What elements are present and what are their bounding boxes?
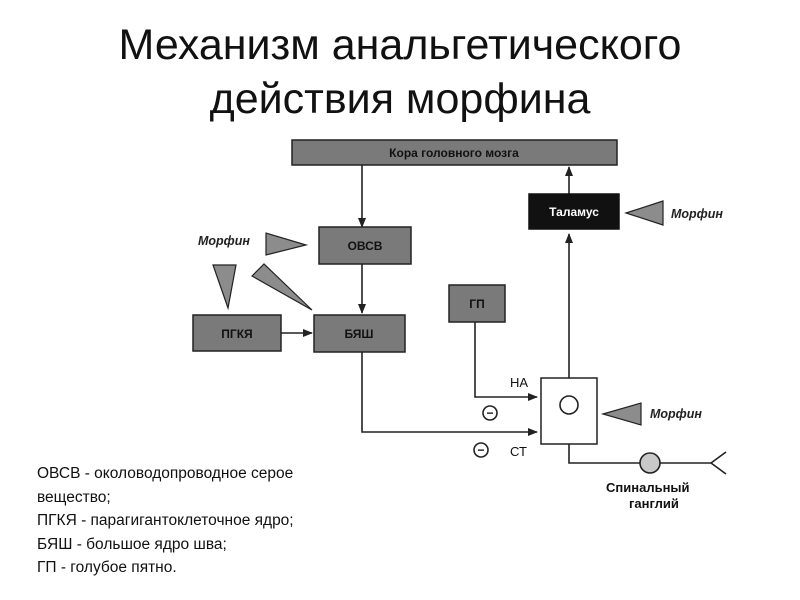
morphine-label-thalamus: Морфин: [671, 207, 723, 221]
spinal-ganglion-label-line-2: ганглий: [629, 496, 679, 511]
legend-line-3: ПГКЯ - парагигантоклеточное ядро;: [37, 512, 294, 529]
morphine-label-dorsal-horn: Морфин: [650, 407, 702, 421]
inhibition-sign-st: −: [473, 442, 489, 458]
morphine-triangle-byash: [251, 263, 313, 311]
byash-box: БЯШ: [313, 314, 406, 353]
gp-label: ГП: [469, 297, 484, 311]
arrow-byash-to-dorsal-horn: [361, 352, 538, 436]
slide-title: Механизм анальгетического действия морфи…: [0, 18, 800, 126]
spinal-ganglion-label-line-1: Спинальный: [606, 480, 690, 495]
terminal-fork-lower: [710, 462, 727, 475]
morphine-triangle-thalamus: [624, 200, 664, 226]
pgkya-label: ПГКЯ: [221, 327, 252, 341]
legend-line-5: ГП - голубое пятно.: [37, 559, 177, 576]
inhibition-sign-na: −: [482, 405, 498, 421]
dorsal-horn-box: [540, 377, 598, 445]
ovsv-box: ОВСВ: [318, 226, 412, 265]
terminal-fork-upper: [710, 451, 727, 464]
dorsal-horn-neuron: [559, 395, 579, 415]
gp-box: ГП: [448, 284, 506, 323]
slide-title-line-1: Механизм анальгетического: [118, 21, 682, 69]
inhibition-sign-st-text: −: [477, 443, 484, 457]
spinal-ganglion-cell: [639, 452, 661, 474]
morphine-triangle-ovsv: [265, 232, 309, 256]
morphine-triangle-pgkya: [212, 264, 237, 311]
legend-line-4: БЯШ - большое ядро шва;: [37, 535, 227, 553]
arrow-gp-to-dorsal-horn: [474, 322, 538, 401]
inhibition-sign-na-text: −: [486, 406, 493, 420]
slide-title-line-2: действия морфина: [209, 75, 591, 123]
st-label: СТ: [510, 444, 527, 459]
cortex-box: Кора головного мозга: [291, 139, 618, 166]
cortex-label: Кора головного мозга: [389, 146, 519, 160]
byash-label: БЯШ: [344, 327, 373, 341]
legend-line-2: вещество;: [37, 488, 111, 506]
morphine-label-ovsv: Морфин: [198, 234, 250, 248]
abbreviation-legend: ОВСВ - околоводопроводное серое вещество…: [37, 462, 397, 580]
pgkya-box: ПГКЯ: [192, 314, 282, 352]
spinal-ganglion-label: Спинальный ганглий: [606, 480, 693, 511]
ovsv-label: ОВСВ: [348, 239, 383, 253]
legend-line-1: ОВСВ - околоводопроводное серое: [37, 465, 294, 482]
thalamus-label: Таламус: [549, 205, 599, 219]
thalamus-box: Таламус: [528, 193, 620, 230]
morphine-triangle-dorsal-horn: [600, 402, 642, 426]
na-label: НА: [510, 375, 528, 390]
morphine-markers: [212, 200, 664, 426]
